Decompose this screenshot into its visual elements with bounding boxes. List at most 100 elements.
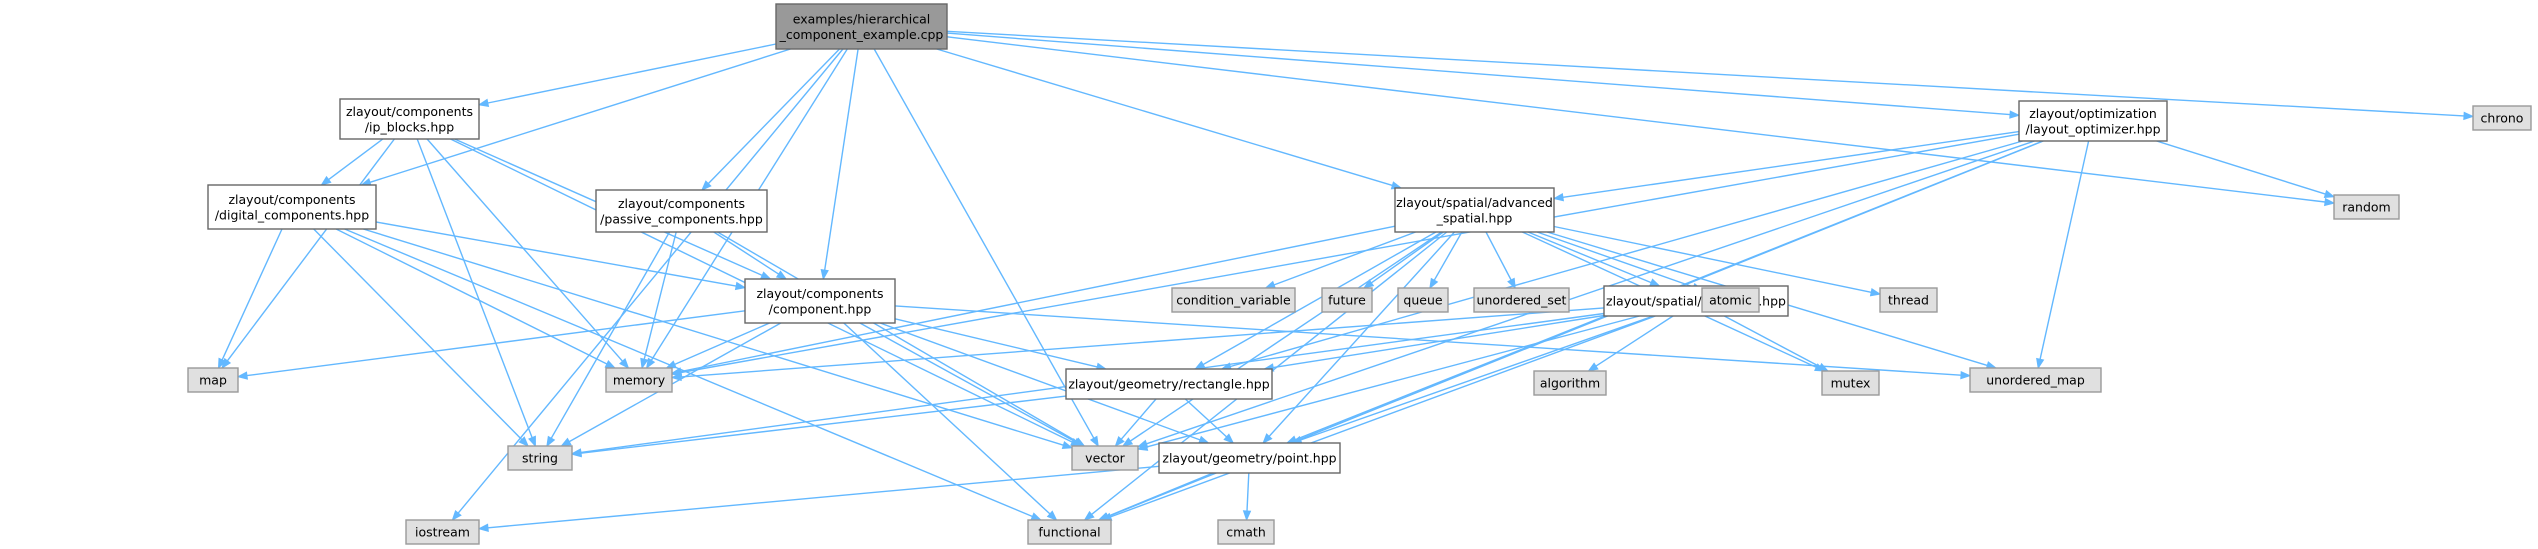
node-box (1397, 287, 1449, 313)
edge-arrowhead (560, 437, 572, 447)
node-label: chrono (2481, 111, 2524, 126)
edge-line (369, 48, 791, 183)
include-edge-quadtree-to-rectangle (1262, 314, 1605, 372)
include-edge-component-to-memory (665, 322, 770, 369)
edge-arrowhead (236, 371, 248, 380)
node-quadtree[interactable]: zlayout/spatial/quadtree.hpp (1603, 285, 1789, 317)
node-box (1394, 187, 1555, 233)
edge-line (416, 138, 533, 438)
edge-line (1268, 231, 1456, 437)
node-layout_optimizer[interactable]: zlayout/optimization/layout_optimizer.hp… (2018, 100, 2168, 142)
node-label: /layout_optimizer.hpp (2025, 121, 2160, 136)
include-edge-quadtree-to-point (1290, 315, 1654, 444)
node-label: algorithm (1540, 376, 1600, 391)
node-label: /passive_components.hpp (600, 211, 763, 226)
node-label: /digital_components.hpp (215, 207, 369, 222)
node-label: random (2342, 200, 2390, 215)
include-edge-root-to-ip_blocks (477, 43, 777, 108)
edge-arrowhead (619, 358, 630, 370)
include-edge-quadtree-to-functional (1100, 315, 1656, 521)
include-edge-digital_components-to-functional (344, 228, 1043, 521)
node-box (187, 367, 239, 393)
edge-line (1527, 231, 1652, 284)
edge-line (873, 48, 1095, 439)
node-advanced_spatial[interactable]: zlayout/spatial/advanced_spatial.hpp (1394, 187, 1555, 233)
edge-line (313, 228, 523, 441)
include-edge-quadtree-to-algorithm (1587, 315, 1674, 372)
include-edge-root-to-chrono (946, 30, 2475, 121)
edge-line (1106, 472, 1214, 518)
edge-arrowhead (477, 98, 490, 108)
edge-line (946, 32, 2011, 116)
node-label: zlayout/geometry/point.hpp (1162, 451, 1336, 466)
edge-arrowhead (518, 436, 530, 447)
node-box (1533, 370, 1607, 396)
node-map: map (187, 367, 239, 393)
include-edge-advanced_spatial-to-future (1362, 231, 1444, 289)
include-edge-advanced_spatial-to-queue (1429, 231, 1463, 290)
edge-line (426, 138, 624, 362)
edge-line (1595, 315, 1674, 367)
edge-line (713, 231, 779, 275)
node-root[interactable]: examples/hierarchical_component_example.… (775, 3, 948, 50)
node-label: examples/hierarchical (793, 11, 931, 26)
include-edge-root-to-layout_optimizer (946, 32, 2021, 119)
node-label: zlayout/geometry/rectangle.hpp (1068, 377, 1269, 392)
include-edge-layout_optimizer-to-memory (670, 133, 2020, 377)
edge-line (1246, 472, 1250, 512)
edge-arrowhead (1114, 436, 1125, 448)
edge-line (824, 48, 859, 271)
node-box (605, 367, 673, 393)
edge-arrowhead (2463, 111, 2475, 121)
node-random: random (2333, 194, 2400, 220)
edge-arrowhead (1817, 362, 1830, 372)
edge-line (1273, 231, 1416, 286)
node-label: thread (1888, 293, 1929, 308)
edge-arrowhead (1960, 370, 1972, 380)
node-label: zlayout/components (346, 104, 473, 119)
edge-arrowhead (1223, 433, 1235, 444)
node-box (2472, 105, 2532, 131)
node-box (207, 184, 377, 230)
edge-arrowhead (2009, 110, 2021, 119)
edge-arrowhead (1083, 510, 1095, 521)
edge-line (2156, 140, 2326, 195)
edge-line (680, 307, 1605, 378)
node-future: future (1321, 287, 1373, 313)
include-edge-root-to-advanced_spatial (936, 48, 1403, 190)
edge-line (859, 322, 1076, 443)
node-component[interactable]: zlayout/components/component.hpp (744, 278, 896, 324)
node-label: unordered_map (1986, 373, 2085, 388)
edge-line (1433, 231, 1463, 281)
edge-arrowhead (1061, 440, 1074, 450)
edge-line (946, 30, 2465, 117)
node-ip_blocks[interactable]: zlayout/components/ip_blocks.hpp (339, 98, 480, 140)
node-box (507, 445, 573, 471)
edge-arrowhead (1869, 287, 1882, 297)
node-point[interactable]: zlayout/geometry/point.hpp (1158, 442, 1341, 474)
include-edge-passive_components-to-vector (717, 231, 1086, 447)
edge-line (1272, 314, 1605, 369)
node-box (339, 98, 480, 140)
edge-line (1300, 315, 1654, 441)
edge-arrowhead (734, 281, 747, 291)
node-label: _spatial.hpp (1436, 210, 1513, 225)
edge-arrowhead (1121, 437, 1134, 447)
node-box (1473, 287, 1570, 313)
edge-line (1120, 398, 1157, 440)
node-passive_components[interactable]: zlayout/components/passive_components.hp… (595, 189, 768, 233)
include-edge-digital_components-to-string (313, 228, 530, 447)
edge-line (1146, 315, 1640, 448)
node-label: zlayout/components (228, 192, 355, 207)
node-digital_components[interactable]: zlayout/components/digital_components.hp… (207, 184, 377, 230)
include-edge-component-to-map (236, 310, 746, 380)
node-box (2333, 194, 2400, 220)
edge-arrowhead (528, 435, 536, 448)
edge-arrowhead (1136, 442, 1149, 451)
node-box (1321, 287, 1373, 313)
edge-line (335, 228, 608, 365)
node-rectangle[interactable]: zlayout/geometry/rectangle.hpp (1065, 368, 1273, 400)
include-edge-advanced_spatial-to-quadtree (1527, 231, 1661, 287)
include-edge-passive_components-to-component (713, 231, 788, 280)
